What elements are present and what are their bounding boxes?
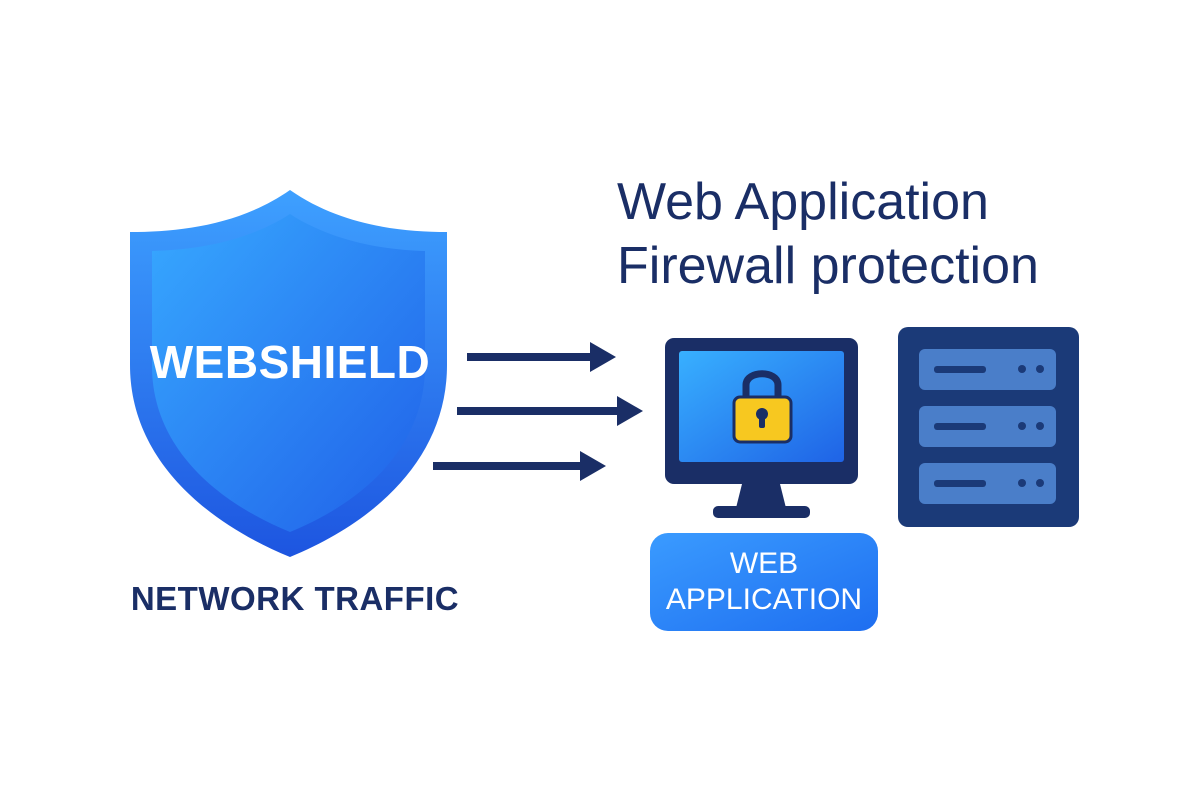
- arrow-right-icon: [433, 451, 606, 481]
- web-application-label-line-1: WEB: [729, 547, 799, 580]
- padlock-icon: [732, 370, 793, 444]
- traffic-arrows: [433, 342, 643, 481]
- title-line-2: Firewall protection: [617, 237, 1039, 295]
- web-application-label: WEB APPLICATION: [650, 533, 878, 631]
- arrow-right-icon: [457, 396, 643, 426]
- web-application-label-line-2: APPLICATION: [665, 583, 863, 616]
- arrow-right-icon: [467, 342, 616, 372]
- shield-icon: [130, 190, 447, 557]
- server-unit: [919, 349, 1056, 390]
- server-unit: [919, 463, 1056, 504]
- title-line-1: Web Application: [617, 173, 989, 231]
- diagram-title: Web Application Firewall protection: [617, 170, 1039, 298]
- server-unit: [919, 406, 1056, 447]
- server-rack-icon: [898, 327, 1079, 527]
- web-application-badge: [650, 533, 878, 631]
- shield-label: WEBSHIELD: [149, 336, 431, 388]
- network-traffic-label: NETWORK TRAFFIC: [130, 580, 460, 617]
